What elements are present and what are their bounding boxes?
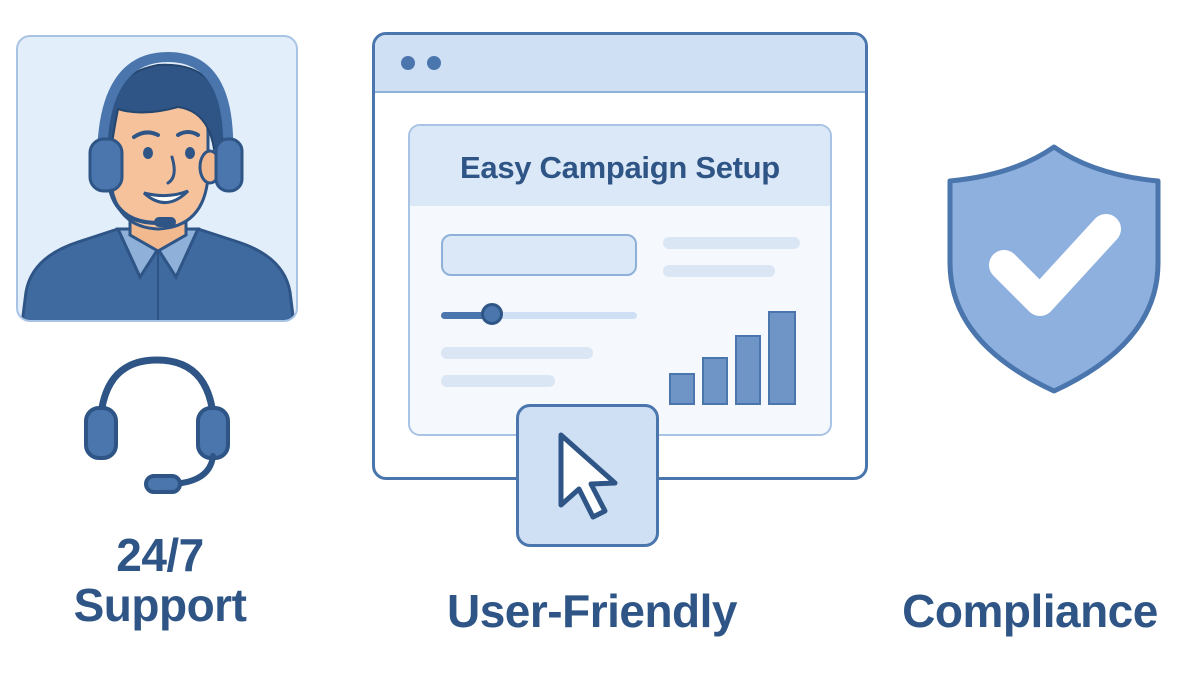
panel-title: Easy Campaign Setup — [460, 150, 780, 185]
cursor-tile — [516, 404, 659, 547]
campaign-input-field[interactable] — [441, 234, 637, 276]
slider-thumb[interactable] — [481, 303, 503, 325]
shield-check-icon — [947, 144, 1161, 394]
compliance-label: Compliance — [902, 585, 1158, 637]
support-label-line1: 24/7 — [116, 529, 204, 581]
support-label-line2: Support — [73, 579, 247, 631]
slider-track — [441, 312, 637, 319]
window-dot — [427, 56, 441, 70]
bar-chart-icon — [669, 311, 796, 405]
text-placeholder-line — [663, 237, 800, 249]
text-placeholder-line — [663, 265, 775, 277]
text-placeholder-line — [441, 375, 555, 387]
slider-fill — [441, 312, 492, 319]
headset-icon — [84, 356, 230, 494]
campaign-slider[interactable] — [441, 300, 637, 332]
panel-header: Easy Campaign Setup — [410, 126, 830, 206]
campaign-setup-panel: Easy Campaign Setup — [408, 124, 832, 436]
support-agent-icon — [20, 51, 296, 320]
cursor-icon — [558, 432, 618, 520]
user-friendly-label: User-Friendly — [446, 585, 738, 637]
browser-title-bar — [375, 35, 865, 93]
window-dot — [401, 56, 415, 70]
text-placeholder-line — [441, 347, 593, 359]
support-agent-card — [16, 35, 298, 322]
support-label: 24/7 Support — [40, 530, 280, 630]
